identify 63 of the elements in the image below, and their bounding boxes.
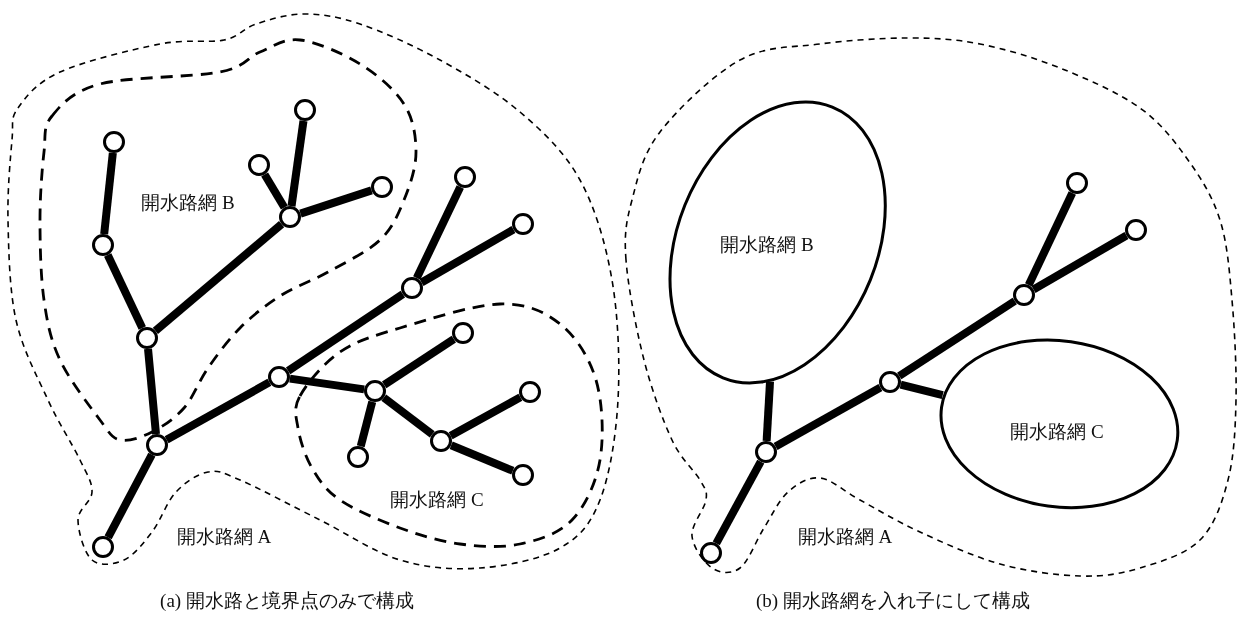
junction-circle [1066, 172, 1088, 194]
channel-line [712, 459, 765, 546]
junction-circle [347, 446, 369, 468]
network-label: 開水路網 C [1010, 421, 1104, 443]
junction-circle [92, 536, 114, 558]
junction-circle [519, 381, 541, 403]
junction-circle [879, 371, 901, 393]
channel-line [381, 335, 457, 389]
junction-circle [136, 327, 158, 349]
channel-line [1025, 191, 1076, 287]
channel-line [289, 374, 365, 394]
figure-caption: (a) 開水路と境界点のみで構成 [160, 589, 414, 613]
junction-circle [364, 380, 386, 402]
network-label: 開水路網 B [141, 192, 235, 214]
channel-line [299, 186, 373, 218]
junction-circle [92, 234, 114, 256]
channel-line [773, 383, 883, 451]
junction-circle [371, 176, 393, 198]
network-label: 開水路網 A [797, 526, 893, 548]
channel-line [285, 290, 406, 375]
network-area [294, 300, 604, 548]
junction-circle [1125, 219, 1147, 241]
channel-line [1031, 232, 1129, 293]
channel-line [152, 221, 285, 334]
network-ellipse [937, 337, 1181, 511]
channel-line [287, 120, 308, 207]
junction-circle [248, 154, 270, 176]
junction-circle [294, 99, 316, 121]
junction-circle [512, 464, 534, 486]
junction-circle [279, 206, 301, 228]
channel-line [381, 394, 435, 438]
channel-line [164, 378, 272, 444]
channel-line [261, 172, 288, 210]
channel-line [356, 400, 377, 448]
junction-circle [700, 542, 722, 564]
channel-line [899, 380, 944, 399]
channel-line [762, 381, 775, 442]
network-ellipse [667, 98, 889, 386]
channel-line [419, 226, 516, 286]
channel-line [104, 452, 156, 540]
junction-circle [755, 441, 777, 463]
channel-line [413, 185, 464, 280]
channel-line [144, 348, 160, 435]
junction-circle [1013, 284, 1035, 306]
network-label: 開水路網 A [176, 526, 272, 548]
channel-line [100, 152, 117, 235]
junction-circle [454, 166, 476, 188]
junction-circle [103, 131, 125, 153]
network-label: 開水路網 B [720, 234, 814, 256]
junction-circle [512, 213, 534, 235]
junction-circle [268, 366, 290, 388]
channel-line [448, 393, 523, 440]
channel-line [104, 253, 146, 330]
junction-circle [401, 277, 423, 299]
junction-circle [430, 430, 452, 452]
figure-caption: (b) 開水路網を入れ子にして構成 [756, 589, 1030, 613]
network-area [622, 34, 1238, 580]
channel-line [449, 441, 515, 475]
junction-circle [146, 434, 168, 456]
network-label: 開水路網 C [390, 489, 484, 511]
network-area [4, 10, 622, 572]
channel-line [897, 297, 1017, 380]
junction-circle [452, 322, 474, 344]
